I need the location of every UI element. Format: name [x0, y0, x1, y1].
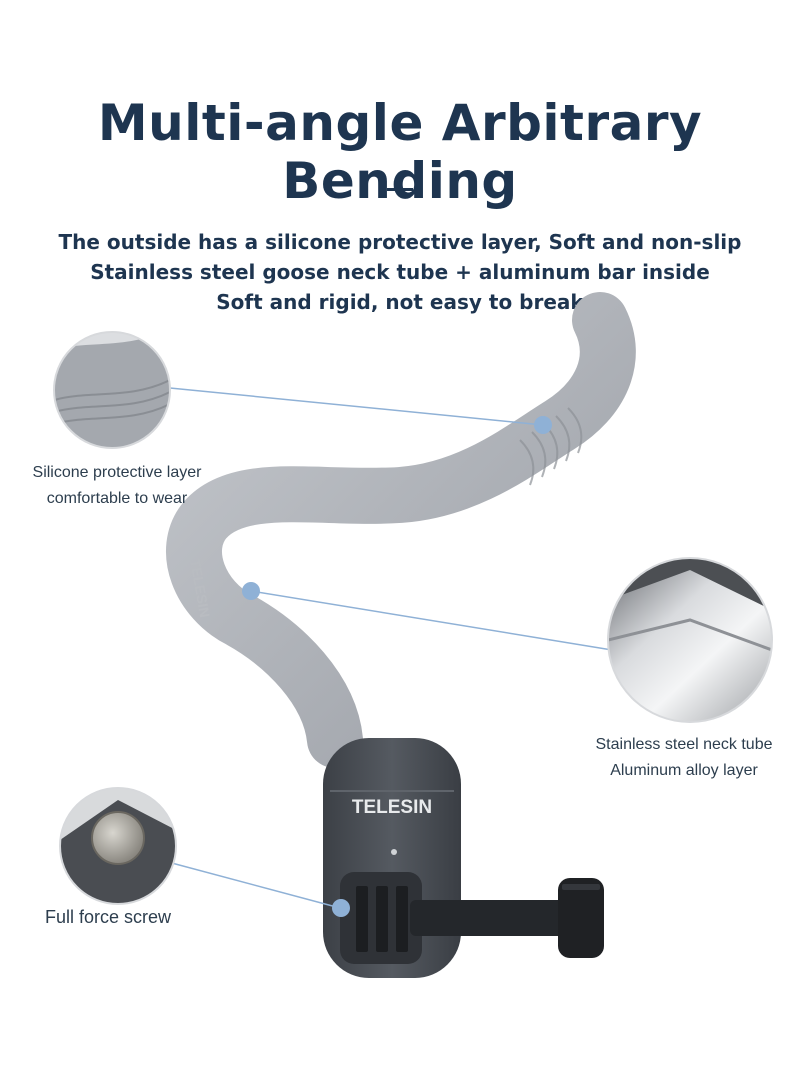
marker-steel — [242, 582, 260, 600]
page-title: Multi-angle Arbitrary Bending — [97, 94, 703, 210]
callout-screw: Full force screw — [45, 907, 172, 927]
zoom-steel — [608, 558, 772, 722]
zoom-silicone — [54, 332, 170, 448]
screw-knob — [558, 878, 604, 958]
leader-steel — [250, 590, 613, 651]
brand-logo: TELESIN — [352, 797, 432, 818]
callout-silicone-line-1: Silicone protective layer — [32, 464, 202, 481]
leader-screw — [167, 861, 341, 909]
callout-steel: Stainless steel neck tube Aluminum alloy… — [570, 732, 798, 784]
title-divider — [387, 188, 413, 191]
callout-steel-line-1: Stainless steel neck tube — [595, 736, 773, 753]
description-line-1: The outside has a silicone protective la… — [58, 230, 742, 254]
leader-silicone — [169, 387, 544, 426]
marker-silicone — [534, 416, 552, 434]
tube-ribbing — [519, 407, 583, 486]
marker-screw — [332, 899, 350, 917]
callout-silicone: Silicone protective layer comfortable to… — [12, 460, 222, 512]
callout-silicone-line-2: comfortable to wear — [46, 490, 188, 507]
callout-steel-line-2: Aluminum alloy layer — [610, 762, 758, 779]
description-line-2: Stainless steel goose neck tube + alumin… — [90, 260, 710, 284]
mount-arm — [410, 900, 580, 936]
description-line-3: Soft and rigid, not easy to break — [216, 290, 584, 314]
zoom-screw — [60, 788, 176, 904]
gooseneck-tube — [166, 292, 636, 768]
